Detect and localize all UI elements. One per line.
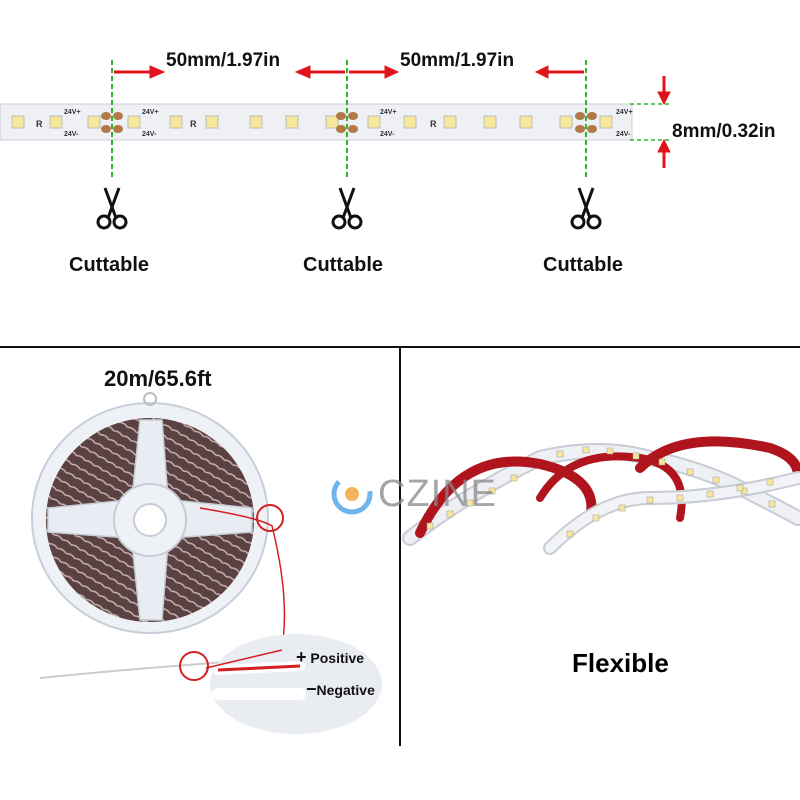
solder-pad	[336, 112, 346, 120]
reel-length-label: 20m/65.6ft	[104, 366, 212, 391]
scissors-icon	[570, 187, 602, 230]
vertical-divider	[399, 346, 401, 746]
led-chip	[488, 487, 496, 495]
led-chip	[632, 452, 640, 460]
led-chip	[658, 458, 666, 466]
led-chip	[618, 504, 626, 512]
led-chip	[127, 115, 141, 129]
led-chip	[446, 510, 454, 518]
solder-pad	[348, 125, 358, 133]
dimension-arrows	[114, 65, 671, 168]
pad-label-positive: 24V+	[616, 109, 633, 116]
led-chip	[599, 115, 613, 129]
pad-label-positive: 24V+	[64, 109, 81, 116]
positive-sign: +	[296, 647, 307, 667]
solder-pad	[113, 112, 123, 120]
solder-pad	[113, 125, 123, 133]
flexible-strip-illustration	[402, 436, 800, 555]
led-chip	[556, 450, 564, 458]
led-chip	[676, 494, 684, 502]
strip-diagram: R R R 24V+ 24V+ 24V+ 24V+ 24V- 24V- 24V- 24V-	[0, 60, 671, 230]
pad-label-negative: 24V-	[616, 131, 631, 138]
led-chip	[443, 115, 457, 129]
pad-label-negative: 24V-	[142, 131, 157, 138]
pad-label-negative: 24V-	[64, 131, 79, 138]
led-chip	[483, 115, 497, 129]
solder-pad	[101, 112, 111, 120]
led-chip	[766, 478, 774, 486]
led-chip	[519, 115, 533, 129]
solder-pad	[575, 112, 585, 120]
led-chip	[285, 115, 299, 129]
led-chip	[249, 115, 263, 129]
led-chip	[582, 446, 590, 454]
resistor-mark: R	[190, 119, 197, 129]
led-chip	[706, 490, 714, 498]
led-chip	[403, 115, 417, 129]
watermark: CZINE	[330, 472, 497, 516]
led-chip	[510, 474, 518, 482]
led-chip	[768, 500, 776, 508]
solder-pad	[575, 125, 585, 133]
led-chip	[646, 496, 654, 504]
led-chip	[205, 115, 219, 129]
reel-illustration	[31, 392, 382, 734]
segment-length-label-2: 50mm/1.97in	[400, 50, 515, 71]
cuttable-label-1: Cuttable	[69, 254, 149, 276]
led-chip	[712, 476, 720, 484]
scissors-icon	[96, 187, 128, 230]
logo-icon	[331, 473, 373, 515]
resistor-mark: R	[36, 119, 43, 129]
solder-pad	[587, 125, 597, 133]
led-chip	[426, 522, 434, 530]
flexible-label: Flexible	[572, 648, 669, 678]
led-chip	[566, 530, 574, 538]
cuttable-label-2: Cuttable	[303, 254, 383, 276]
reel-icon	[31, 392, 382, 734]
resistor-mark: R	[430, 119, 437, 129]
led-chip	[49, 115, 63, 129]
scissors-icon	[331, 187, 363, 230]
solder-pad	[336, 125, 346, 133]
led-chip	[606, 447, 614, 455]
led-chip	[325, 115, 339, 129]
led-chip	[466, 499, 474, 507]
positive-label: Positive	[310, 650, 365, 666]
watermark-text: CZINE	[378, 472, 497, 515]
cuttable-label-3: Cuttable	[543, 254, 623, 276]
led-chip	[559, 115, 573, 129]
strip-width-label: 8mm/0.32in	[672, 121, 776, 142]
negative-label: Negative	[316, 682, 375, 698]
led-chip	[169, 115, 183, 129]
led-chip	[592, 514, 600, 522]
led-chip	[736, 484, 744, 492]
segment-length-label-1: 50mm/1.97in	[166, 50, 281, 71]
pad-label-positive: 24V+	[380, 109, 397, 116]
led-chip	[367, 115, 381, 129]
pad-label-positive: 24V+	[142, 109, 159, 116]
solder-pad	[587, 112, 597, 120]
pad-label-negative: 24V-	[380, 131, 395, 138]
solder-pad	[348, 112, 358, 120]
led-chip	[87, 115, 101, 129]
led-chip	[686, 468, 694, 476]
led-chip	[11, 115, 25, 129]
solder-pad	[101, 125, 111, 133]
negative-sign: −	[306, 679, 317, 699]
